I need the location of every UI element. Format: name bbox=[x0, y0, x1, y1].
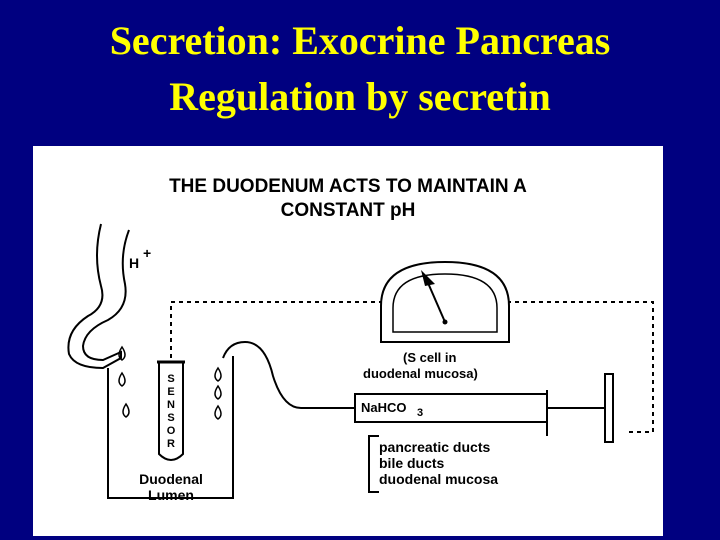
source-item-pancreatic-ducts: pancreatic ducts bbox=[379, 439, 490, 455]
diagram-heading-line-1: THE DUODENUM ACTS TO MAINTAIN A bbox=[169, 176, 527, 197]
duodenum-ph-diagram: THE DUODENUM ACTS TO MAINTAIN A CONSTANT… bbox=[67, 176, 654, 503]
lumen-label-line-2: Lumen bbox=[148, 487, 194, 503]
delivery-tube bbox=[222, 340, 345, 409]
stomach-outline bbox=[67, 223, 130, 370]
drops-left bbox=[118, 345, 130, 418]
diagram-panel: THE DUODENUM ACTS TO MAINTAIN A CONSTANT… bbox=[33, 146, 663, 536]
sensor-letter: R bbox=[167, 438, 175, 450]
source-item-duodenal-mucosa: duodenal mucosa bbox=[379, 471, 498, 487]
syringe bbox=[345, 373, 614, 443]
sensor-letter: O bbox=[167, 425, 176, 437]
acid-superscript: + bbox=[143, 245, 151, 261]
s-cell-label-line-1: (S cell in bbox=[403, 350, 457, 365]
syringe-label: NaHCO bbox=[361, 400, 407, 415]
s-cell-label-line-2: duodenal mucosa) bbox=[363, 366, 478, 381]
sensor-letter: N bbox=[167, 399, 175, 411]
diagram-heading-line-2: CONSTANT pH bbox=[281, 200, 416, 221]
sensor-letter: S bbox=[167, 412, 174, 424]
slide-title-line-1: Secretion: Exocrine Pancreas bbox=[109, 18, 611, 63]
source-bracket bbox=[368, 435, 379, 493]
feedback-dashed-line bbox=[170, 301, 654, 433]
acid-label: H bbox=[129, 255, 139, 271]
sensor-letter: S bbox=[167, 373, 174, 385]
gauge-needle-tip bbox=[421, 270, 435, 286]
source-item-bile-ducts: bile ducts bbox=[379, 455, 445, 471]
sensor-probe bbox=[158, 361, 184, 461]
gauge-outline bbox=[380, 260, 510, 343]
slide-title-line-2: Regulation by secretin bbox=[169, 74, 551, 119]
sensor-letters: S E N S O R bbox=[167, 373, 176, 450]
syringe-subscript: 3 bbox=[417, 407, 423, 419]
drops-right bbox=[214, 366, 222, 420]
lumen-label-line-1: Duodenal bbox=[139, 471, 203, 487]
sensor-letter: E bbox=[167, 386, 174, 398]
lumen-container bbox=[107, 356, 234, 499]
